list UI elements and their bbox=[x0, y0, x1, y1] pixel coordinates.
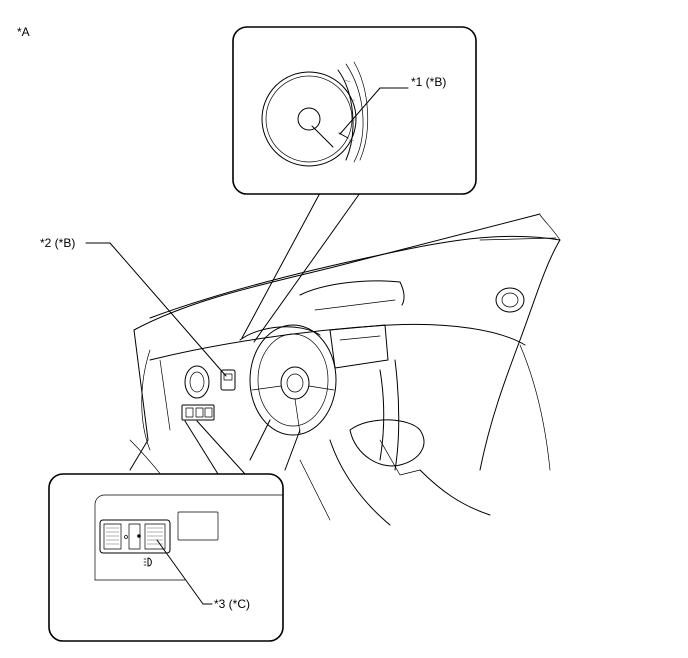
meter-detail-callout: *1 (*B) bbox=[232, 26, 477, 343]
dashboard-drawing bbox=[129, 213, 561, 526]
callout-2: *2 (*B) bbox=[40, 236, 227, 377]
callout-2-label: *2 (*B) bbox=[40, 236, 75, 250]
switch-detail-callout: *3 (*C) bbox=[48, 420, 284, 642]
callout-3-label: *3 (*C) bbox=[214, 597, 250, 611]
figure-label: *A bbox=[17, 25, 30, 39]
callout-1-label: *1 (*B) bbox=[411, 75, 446, 89]
